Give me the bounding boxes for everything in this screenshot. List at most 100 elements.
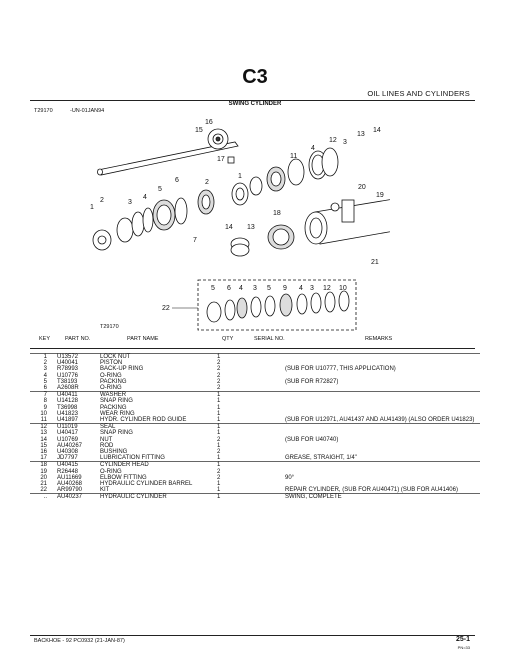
part-qty: 1 <box>217 430 221 437</box>
callout-16: 16 <box>205 119 213 126</box>
inset-callout: 4 <box>299 285 303 292</box>
part-remarks <box>285 461 480 469</box>
part-remarks: SWING, COMPLETE <box>285 493 480 501</box>
part-number: R26448 <box>57 468 79 475</box>
header-part-name: PART NAME <box>127 336 159 342</box>
part-remarks: (SUB FOR R72827) <box>285 378 339 385</box>
serial-no <box>229 493 285 501</box>
part-number: U41897 <box>57 417 79 424</box>
part-number: U10769 <box>57 436 79 443</box>
part-name: WASHER <box>100 391 217 399</box>
part-key: 18 <box>30 461 57 469</box>
serial-no <box>229 353 285 361</box>
inset-callout: 3 <box>310 285 314 292</box>
callout-11: 11 <box>290 153 297 160</box>
page-sub-number: PN=33 <box>457 645 470 650</box>
part-qty: 2 <box>217 385 221 392</box>
part-number: U13572 <box>57 353 100 361</box>
inset-callout: 5 <box>211 285 215 292</box>
footer-divider <box>30 635 475 636</box>
part-qty: 1 <box>217 493 229 501</box>
part-name: SNAP RING <box>100 430 133 437</box>
part-qty: 1 <box>217 481 221 488</box>
part-remarks <box>285 385 480 392</box>
figure-label: T29170 <box>100 324 119 330</box>
part-name: LOCK NUT <box>100 353 217 361</box>
part-qty: 1 <box>217 417 221 424</box>
part-remarks: (SUB FOR U12971, AU41437 AND AU41439) (A… <box>285 417 475 424</box>
serial-no <box>229 423 285 431</box>
part-number: AU40268 <box>57 481 83 488</box>
header-remarks: REMARKS <box>365 336 393 342</box>
callout-4b: 4 <box>143 194 147 201</box>
part-qty: 1 <box>217 423 229 431</box>
part-number: U40308 <box>57 449 79 456</box>
part-number: U40041 <box>57 360 79 367</box>
lube-fitting-drawing <box>227 156 235 164</box>
part-name: PACKING <box>100 404 127 411</box>
callout-3: 3 <box>343 139 347 146</box>
footer-catalog-info: BACKHOE - 92 PC0932 (21-JAN-87) <box>34 638 125 644</box>
part-qty: 1 <box>217 391 229 399</box>
part-remarks <box>285 353 480 361</box>
part-number: AU40267 <box>57 442 83 449</box>
inset-callout: 10 <box>339 285 347 292</box>
part-key: 12 <box>30 423 57 431</box>
section-title: OIL LINES AND CYLINDERS <box>367 89 470 98</box>
part-qty: 1 <box>217 442 221 449</box>
part-number: JD7797 <box>57 455 78 462</box>
header-part-no: PART NO. <box>65 336 91 342</box>
part-remarks: GREASE, STRAIGHT, 1/4" <box>285 455 357 462</box>
callout-2b: 2 <box>100 197 104 204</box>
callout-13: 13 <box>357 131 365 138</box>
part-qty: 1 <box>217 404 221 411</box>
callout-4: 4 <box>311 145 315 152</box>
header-key: KEY <box>39 336 51 342</box>
callout-22: 22 <box>162 305 170 312</box>
part-name: ROD <box>100 442 114 449</box>
callout-12: 12 <box>329 137 337 144</box>
part-number: U14128 <box>57 398 79 405</box>
part-remarks <box>285 423 480 431</box>
table-headers: KEY PART NO. PART NAME QTY SERIAL NO. RE… <box>30 336 480 346</box>
part-name: CYLINDER HEAD <box>100 461 217 469</box>
part-qty: 2 <box>217 436 221 443</box>
part-qty: 2 <box>217 474 221 481</box>
part-name: SEAL <box>100 423 217 431</box>
part-key: 22 <box>40 487 47 494</box>
serial-no <box>229 461 285 469</box>
part-key: .. <box>30 493 57 501</box>
part-number: A2608R <box>57 385 79 392</box>
callout-6: 6 <box>175 177 179 184</box>
part-number: U40415 <box>57 461 100 469</box>
part-key: 16 <box>40 449 47 456</box>
part-number: U10776 <box>57 372 79 379</box>
part-key: 6 <box>43 385 47 392</box>
callout-14: 14 <box>373 127 381 134</box>
part-number: AU40237 <box>57 493 100 501</box>
part-number: T38193 <box>57 378 78 385</box>
part-number: R78993 <box>57 366 79 373</box>
serial-no <box>229 417 285 424</box>
part-qty: 2 <box>217 468 221 475</box>
callout-3b: 3 <box>128 199 132 206</box>
callout-2: 2 <box>205 179 209 186</box>
header-divider <box>30 348 475 349</box>
part-key: 2 <box>43 360 47 367</box>
part-number: T36998 <box>57 404 78 411</box>
part-name: ELBOW FITTING <box>100 474 147 481</box>
inset-callout: 9 <box>283 285 287 292</box>
part-key: 1 <box>30 353 57 361</box>
part-key: 5 <box>43 378 47 385</box>
